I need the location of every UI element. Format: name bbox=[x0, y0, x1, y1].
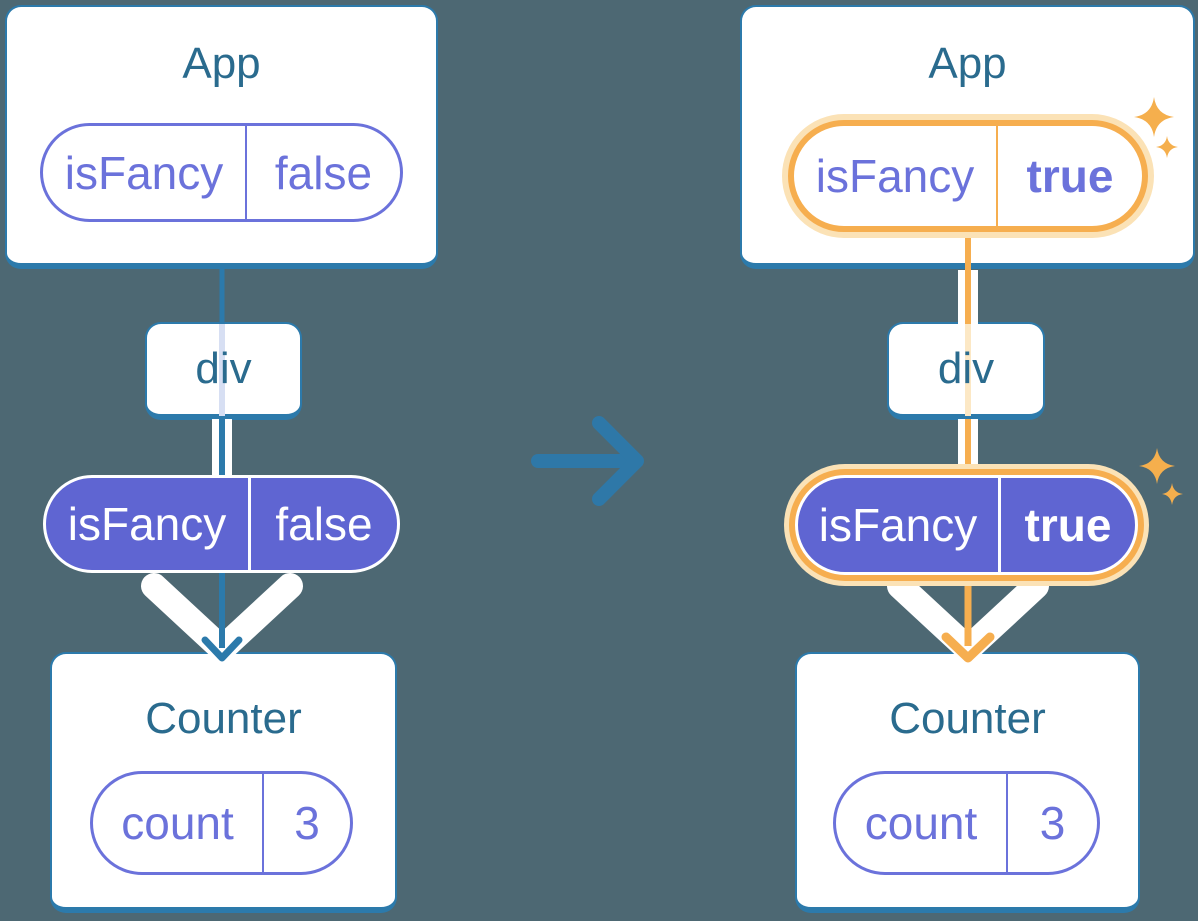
state-value: true bbox=[1026, 150, 1114, 202]
app-card: App isFancy false bbox=[5, 5, 438, 269]
state-key: isFancy bbox=[794, 126, 998, 226]
component-title: div bbox=[195, 344, 252, 393]
state-pill: count 3 bbox=[90, 771, 353, 875]
prop-value: true bbox=[1024, 499, 1112, 551]
component-title: App bbox=[928, 39, 1007, 88]
div-card: div bbox=[145, 322, 302, 420]
component-title: div bbox=[937, 344, 995, 393]
state-pill: isFancy false bbox=[40, 123, 403, 222]
state-pill: count 3 bbox=[833, 771, 1100, 875]
prop-key: isFancy bbox=[798, 478, 1001, 572]
component-title: App bbox=[182, 39, 261, 88]
transition-arrow-icon bbox=[531, 416, 644, 506]
counter-card: Counter count 3 bbox=[50, 652, 397, 913]
component-title: Counter bbox=[145, 694, 302, 743]
state-key: isFancy bbox=[43, 126, 247, 219]
counter-card: Counter count 3 bbox=[795, 652, 1140, 913]
app-card: App isFancy true bbox=[740, 5, 1195, 269]
state-value: false bbox=[274, 146, 373, 199]
prop-key: isFancy bbox=[46, 478, 251, 570]
prop-pill: isFancy false bbox=[43, 475, 400, 573]
state-value: 3 bbox=[1039, 797, 1066, 849]
state-key: count bbox=[93, 774, 264, 872]
prop-value: false bbox=[275, 498, 373, 550]
sparkle-icon bbox=[1139, 448, 1175, 484]
div-card: div bbox=[887, 322, 1045, 420]
state-key: count bbox=[836, 774, 1008, 872]
state-value: 3 bbox=[294, 797, 320, 849]
state-pill-highlighted: isFancy true bbox=[788, 120, 1148, 232]
prop-pill-highlighted: isFancy true bbox=[795, 475, 1138, 575]
white-chevron-arrow bbox=[141, 573, 303, 662]
white-chevron-arrow bbox=[887, 573, 1049, 662]
component-title: Counter bbox=[889, 694, 1046, 743]
sparkle-icon bbox=[1162, 483, 1183, 505]
